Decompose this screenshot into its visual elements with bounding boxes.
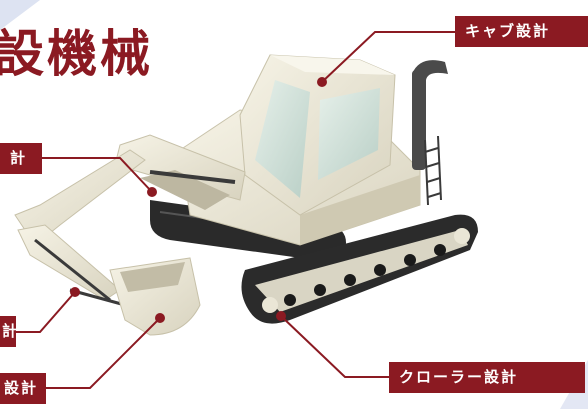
boom-design-label: 計	[0, 143, 42, 174]
boom	[114, 134, 246, 210]
cab-marker	[317, 77, 327, 87]
arm	[14, 149, 146, 307]
boom-leader-line	[42, 157, 153, 193]
ladder	[424, 135, 442, 206]
bucket-leader-line	[45, 317, 161, 389]
leader-lines	[15, 31, 456, 389]
corner-decoration	[0, 0, 40, 30]
cab-design-label: キャブ設計	[455, 16, 588, 47]
bucket-design-label: 設計	[0, 373, 46, 404]
cab-leader-line	[321, 31, 456, 83]
arm-leader-line	[15, 291, 76, 333]
page-title: 設機械	[0, 25, 153, 83]
bucket-marker	[155, 313, 165, 323]
arm-design-label: 計	[0, 316, 17, 347]
crawler-marker	[276, 311, 286, 321]
bucket	[109, 257, 201, 336]
crawler-leader-line	[280, 315, 390, 378]
crawler-design-label: クローラー設計	[389, 362, 585, 393]
cab	[239, 54, 396, 216]
arm-marker	[70, 287, 80, 297]
front-track	[241, 214, 478, 324]
exhaust-pipe	[412, 60, 448, 170]
boom-marker	[147, 187, 157, 197]
